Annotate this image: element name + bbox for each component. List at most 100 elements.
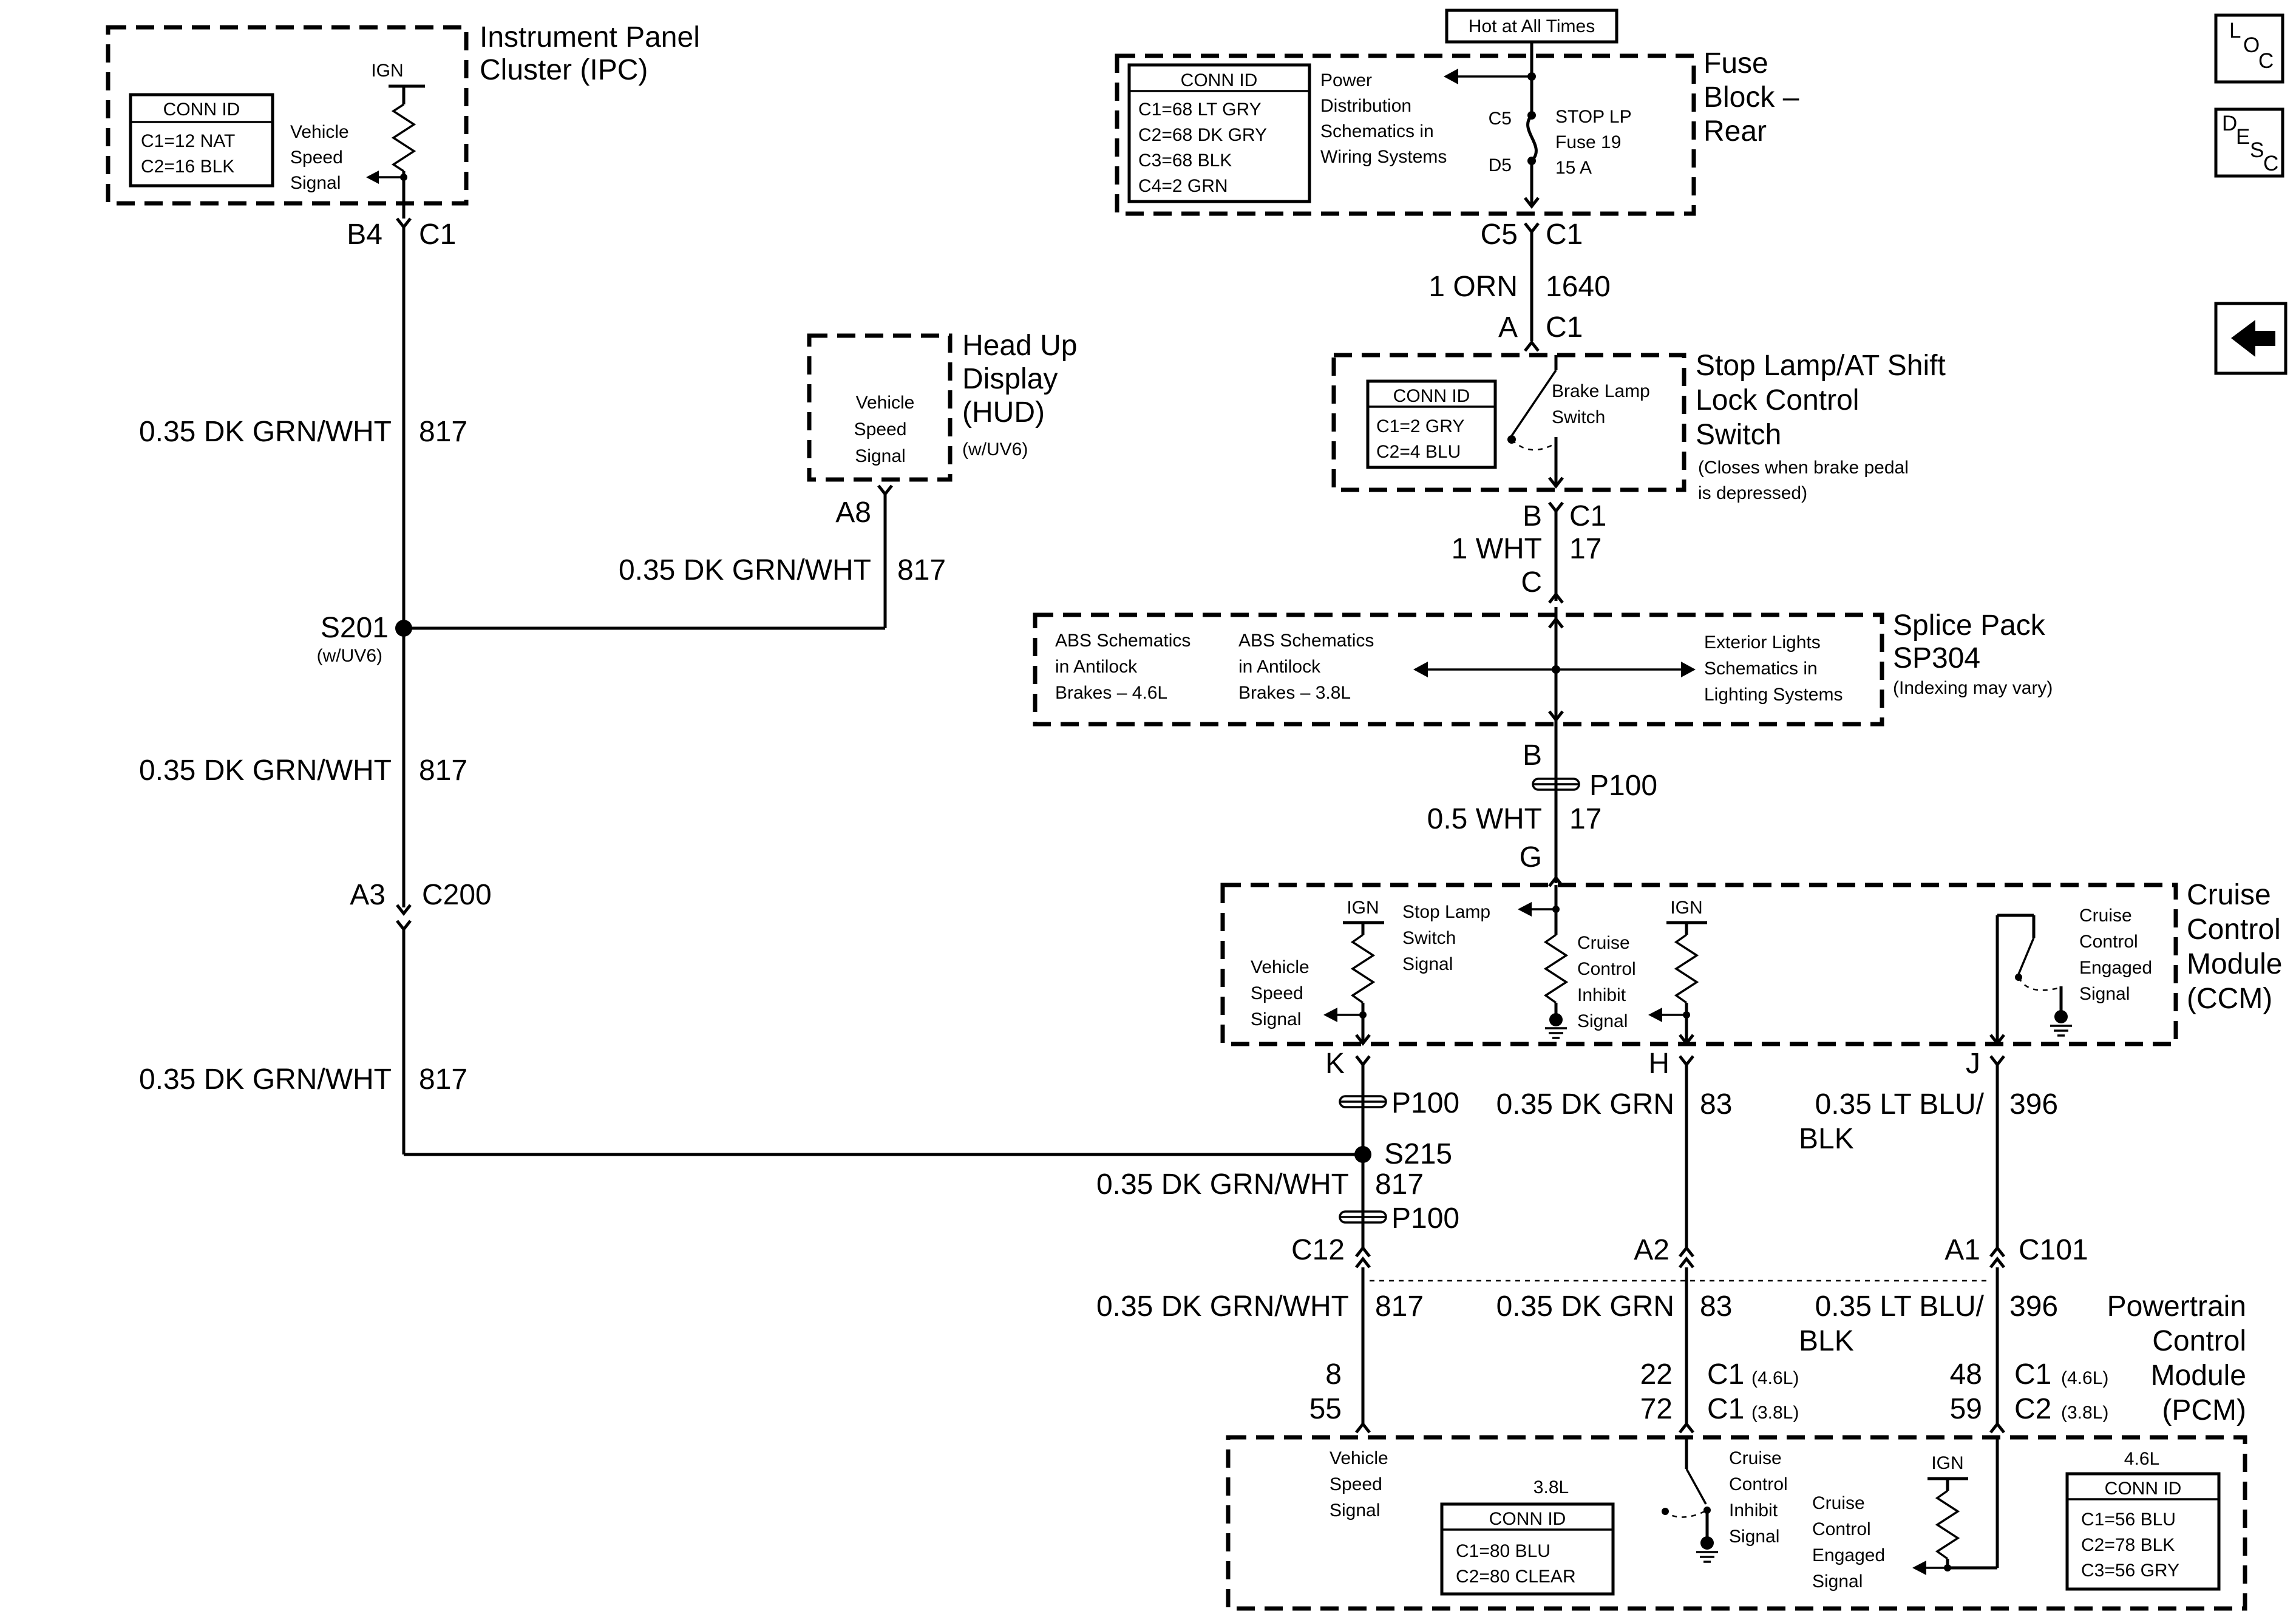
wire-label-circuit: 1640 xyxy=(1546,271,1611,303)
splice-ref-b3: Brakes – 3.8L xyxy=(1238,683,1351,703)
wire-label-circuit: 396 xyxy=(2009,1088,2058,1120)
stop-conn-1: C1=2 GRY xyxy=(1376,416,1464,436)
loc-button[interactable]: L O C xyxy=(2214,13,2284,84)
pcm-inh-conn-1-note: (4.6L) xyxy=(1751,1368,1799,1388)
pcm-46-conn-2: C2=78 BLK xyxy=(2081,1535,2175,1555)
ccm-k-pin: K xyxy=(1325,1048,1345,1080)
ccm-name-3: Module xyxy=(2187,948,2282,980)
p100-label: P100 xyxy=(1391,1202,1459,1235)
pcm-boundary xyxy=(1226,1435,2247,1611)
c101-pin-c: A1 xyxy=(1944,1234,1980,1266)
wire-label-color: 1 WHT xyxy=(1452,533,1542,565)
pcm-inh-2: Control xyxy=(1729,1474,1788,1494)
p100-connector-c: P100 xyxy=(1339,1202,1459,1235)
splice-pack-component: Splice Pack SP304 (Indexing may vary) AB… xyxy=(1033,607,2053,727)
pcm-vss-3: Signal xyxy=(1330,1500,1380,1520)
ccm-name-4: (CCM) xyxy=(2187,983,2272,1015)
ccm-eng-1: Cruise xyxy=(2079,906,2132,926)
wire-label-color: 0.35 DK GRN/WHT xyxy=(1096,1290,1349,1323)
ccm-eng-4: Signal xyxy=(2079,984,2130,1004)
desc-button[interactable]: D E S C xyxy=(2214,107,2284,178)
fuse-ref-1: Power xyxy=(1320,70,1372,90)
wire-label-circuit: 83 xyxy=(1700,1290,1732,1323)
pcm-46-conn-id-box xyxy=(2065,1472,2221,1591)
pcm-engaged-arrow-icon xyxy=(1912,1561,1926,1575)
fuse-conn-id-box xyxy=(1127,63,1311,203)
splice-name-2: SP304 xyxy=(1893,642,1980,674)
ipc-component: Instrument Panel Cluster (IPC) CONN ID C… xyxy=(106,21,700,206)
splice-left-arrow-icon xyxy=(1413,662,1428,677)
ipc-ign: IGN xyxy=(371,61,403,81)
left-arrow-icon xyxy=(2231,320,2275,357)
splice-ref-a2: in Antilock xyxy=(1055,657,1138,677)
ccm-eng-3: Engaged xyxy=(2079,958,2152,978)
wire-label-circuit: 817 xyxy=(1375,1168,1424,1201)
fuse-connector-fork-icon xyxy=(1524,222,1540,235)
wire-label-color: 0.35 DK GRN xyxy=(1496,1290,1674,1323)
ipc-pullup-resistor xyxy=(391,103,416,172)
sw-in-pin: A xyxy=(1498,311,1518,344)
pcm-eng-conn-2-note: (3.8L) xyxy=(2061,1403,2108,1423)
p100-label: P100 xyxy=(1391,1087,1459,1119)
desc-letter: S xyxy=(2250,138,2264,162)
fuse-icon xyxy=(1526,114,1538,162)
fuse-conn-3: C3=68 BLK xyxy=(1138,151,1232,171)
wire-label-color: 0.35 LT BLU/ xyxy=(1815,1290,1985,1323)
pcm-inh-pin-2: 72 xyxy=(1640,1393,1673,1425)
ccm-engaged-switch-icon xyxy=(2017,937,2035,975)
fuse-ref-2: Distribution xyxy=(1320,96,1411,116)
pcm-eng-pin-1: 48 xyxy=(1950,1358,1982,1391)
splice-s215: S215 xyxy=(1354,1138,1452,1170)
sp-in-pin: C xyxy=(1521,566,1542,598)
wire-label-color: 0.35 DK GRN/WHT xyxy=(139,416,392,448)
back-button[interactable] xyxy=(2214,302,2288,375)
stop-lamp-switch-component: Stop Lamp/AT Shift Lock Control Switch (… xyxy=(1331,350,1946,503)
c200-connector: A3 C200 xyxy=(350,879,492,932)
pcm-vss-1: Vehicle xyxy=(1330,1448,1388,1468)
splice-ref-a3: Brakes – 4.6L xyxy=(1055,683,1167,703)
fuse-pin-out: D5 xyxy=(1489,155,1512,175)
pcm-38-conn-title: CONN ID xyxy=(1489,1509,1566,1529)
sw-in-conn: C1 xyxy=(1546,311,1583,344)
pcm-vss-pin-1: 8 xyxy=(1325,1358,1342,1391)
ipc-name: Instrument Panel xyxy=(480,21,700,53)
ccm-j-pin: J xyxy=(1966,1048,1980,1080)
pcm-38-conn-1: C1=80 BLU xyxy=(1456,1541,1550,1561)
ccm-ign-2: IGN xyxy=(1670,898,1702,918)
pcm-name: Powertrain xyxy=(2107,1290,2246,1323)
stop-conn-id-box xyxy=(1366,379,1497,469)
pcm-eng-conn-1: C1 xyxy=(2014,1358,2051,1391)
wire-label-circuit: 396 xyxy=(2009,1290,2058,1323)
pcm-eng-conn-1-note: (4.6L) xyxy=(2061,1368,2108,1388)
stop-switch-name-2: Lock Control xyxy=(1696,384,1859,416)
ccm-stop-arrow-icon xyxy=(1518,902,1532,917)
fuse-conn: C1 xyxy=(1546,219,1583,251)
wire-label-color-2: BLK xyxy=(1799,1123,1854,1155)
wire-label-circuit: 817 xyxy=(419,416,467,448)
c101-pin-a: C12 xyxy=(1291,1234,1345,1266)
pcm-name-3: Module xyxy=(2151,1360,2246,1392)
splice-right-arrow-icon xyxy=(1681,662,1696,677)
hud-name-2: Display xyxy=(962,363,1058,395)
wire-label-color: 0.35 DK GRN/WHT xyxy=(139,1063,392,1096)
ipc-pin: B4 xyxy=(347,219,382,251)
fuse-block-name-3: Rear xyxy=(1703,115,1767,147)
ipc-connector: B4 C1 xyxy=(347,203,456,251)
stop-switch-note-1: (Closes when brake pedal xyxy=(1698,458,1909,478)
splice-s201: S201 (w/UV6) xyxy=(317,612,412,666)
ipc-boundary xyxy=(106,25,469,206)
ccm-sls-2: Switch xyxy=(1402,928,1456,948)
hud-name-3: (HUD) xyxy=(962,396,1045,429)
fuse-block-boundary xyxy=(1115,53,1696,216)
wire-label-color: 0.35 DK GRN/WHT xyxy=(619,554,871,586)
ccm-sls-3: Signal xyxy=(1402,954,1453,974)
hot-at-all-times: Hot at All Times xyxy=(1469,16,1595,36)
splice-ref-c2: Schematics in xyxy=(1704,659,1818,679)
ccm-vss-3: Signal xyxy=(1251,1009,1301,1029)
ipc-conn-id-box xyxy=(129,93,274,188)
wire-label-circuit: 817 xyxy=(419,754,467,787)
ipc-connector-fork-icon xyxy=(397,219,410,227)
pcm-component: Vehicle Speed Signal 3.8L CONN ID C1=80 … xyxy=(1226,1421,2247,1611)
ccm-inh-3: Inhibit xyxy=(1577,985,1626,1005)
